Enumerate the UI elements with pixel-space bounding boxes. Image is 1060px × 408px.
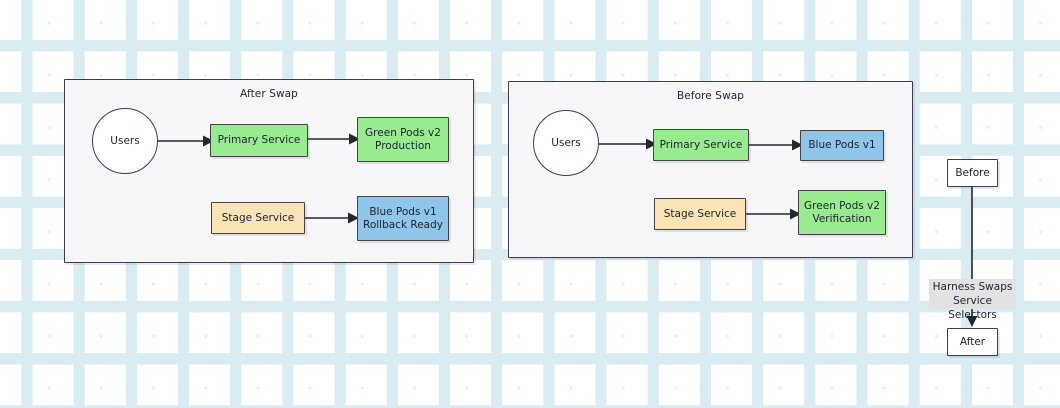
- node-after-stage-service[interactable]: Stage Service: [211, 202, 305, 234]
- node-before-blue-pods[interactable]: Blue Pods v1: [800, 130, 884, 161]
- node-transition-before-label: Before: [955, 166, 990, 179]
- node-after-green-pods-label: Green Pods v2 Production: [365, 126, 441, 152]
- cluster-before-swap-label: Before Swap: [676, 90, 745, 102]
- node-after-primary-service[interactable]: Primary Service: [210, 124, 308, 157]
- node-transition-after[interactable]: After: [947, 328, 998, 356]
- node-before-stage-service-label: Stage Service: [663, 207, 737, 220]
- node-before-users-label: Users: [551, 136, 581, 149]
- node-transition-after-label: After: [959, 335, 986, 348]
- node-before-green-pods-label: Green Pods v2 Verification: [804, 199, 880, 225]
- node-after-blue-pods[interactable]: Blue Pods v1 Rollback Ready: [357, 196, 449, 241]
- node-transition-before[interactable]: Before: [947, 159, 998, 187]
- node-before-primary-service[interactable]: Primary Service: [653, 129, 749, 161]
- node-before-users[interactable]: Users: [533, 110, 599, 176]
- node-after-stage-service-label: Stage Service: [221, 211, 295, 224]
- node-before-primary-service-label: Primary Service: [659, 138, 743, 151]
- node-after-primary-service-label: Primary Service: [217, 134, 301, 146]
- node-before-stage-service[interactable]: Stage Service: [654, 198, 746, 230]
- cluster-after-swap-label: After Swap: [240, 88, 298, 100]
- edge-label-harness-swaps: Harness Swaps Service Selectors: [929, 279, 1016, 321]
- node-after-users-label: Users: [110, 134, 140, 147]
- node-after-green-pods[interactable]: Green Pods v2 Production: [357, 117, 449, 162]
- node-after-blue-pods-label: Blue Pods v1 Rollback Ready: [363, 205, 443, 231]
- node-before-green-pods[interactable]: Green Pods v2 Verification: [798, 190, 886, 235]
- node-after-users[interactable]: Users: [92, 108, 158, 174]
- node-before-blue-pods-label: Blue Pods v1: [808, 139, 876, 151]
